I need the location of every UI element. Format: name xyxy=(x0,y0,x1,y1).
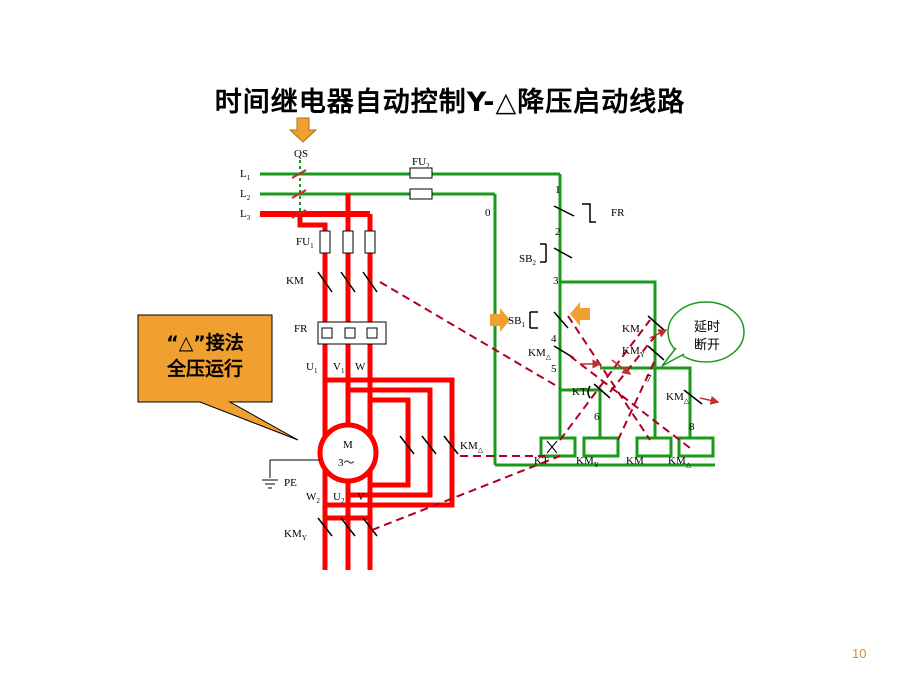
callout-delay-line1: 延时 xyxy=(694,320,720,335)
label-motor-m: M xyxy=(343,439,353,451)
label-w1: W xyxy=(355,361,366,373)
km-delta-aux-contact xyxy=(683,389,703,405)
label-pe: PE xyxy=(284,477,297,489)
label-fu2: FU2 xyxy=(412,156,430,170)
label-v1: V1 xyxy=(333,361,345,375)
callout-delay xyxy=(661,301,745,367)
arrow-left-icon xyxy=(570,302,590,326)
label-node-3: 3 xyxy=(553,275,559,287)
callout-delta-line2: 全压运行 xyxy=(166,357,243,380)
sb1-start-button xyxy=(529,311,569,329)
label-sb2: SB2 xyxy=(519,253,536,267)
label-fr-ctrl: FR xyxy=(611,207,625,219)
label-node-7: 7 xyxy=(646,373,652,385)
callout-delta xyxy=(137,314,299,441)
slide-title: 时间继电器自动控制Y-△降压启动线路 xyxy=(214,87,686,118)
arrow-right-icon xyxy=(490,308,510,332)
arrow-down-icon xyxy=(288,117,318,143)
motor xyxy=(317,422,379,484)
kt-timed-contact xyxy=(587,383,611,399)
label-km-y-ctrl: KMY xyxy=(622,345,645,359)
km-y-contacts xyxy=(317,517,378,537)
fuse-fu1 xyxy=(319,230,376,254)
km-main-contacts xyxy=(317,271,378,293)
label-l1: L1 xyxy=(240,168,251,182)
control-circuit xyxy=(493,174,715,467)
label-node-5: 5 xyxy=(551,363,557,375)
label-kt-contact: KT xyxy=(572,386,587,398)
sb2-stop-button xyxy=(540,243,573,263)
label-l3: L3 xyxy=(240,208,251,222)
ground-pe xyxy=(262,459,320,489)
label-km-ctrl: KM xyxy=(622,323,640,335)
label-node-2: 2 xyxy=(555,226,561,238)
label-coil-kmy: KMY xyxy=(576,455,599,469)
label-coil-kmd: KM△ xyxy=(668,455,692,469)
label-km-main: KM xyxy=(286,275,304,287)
label-km-y: KMY xyxy=(284,528,307,542)
callout-delta-line1: “△”接法 xyxy=(166,331,244,354)
label-v2: V xyxy=(357,491,365,503)
label-u2: U2 xyxy=(333,491,345,505)
state-arrows xyxy=(580,329,720,405)
label-node-4: 4 xyxy=(551,333,557,345)
coil-kt-mark xyxy=(546,440,558,454)
label-node-0: 0 xyxy=(485,207,491,219)
label-qs: QS xyxy=(294,148,308,160)
label-l2: L2 xyxy=(240,188,251,202)
labels: QS L1 L2 L3 FU2 FU1 KM FR U1 V1 W M 3～ P… xyxy=(240,148,695,542)
km-delta-contacts xyxy=(399,435,459,455)
signal-lines xyxy=(371,281,691,531)
label-fu1: FU1 xyxy=(296,236,314,250)
label-sb1: SB1 xyxy=(508,315,525,329)
callout-delay-line2: 断开 xyxy=(694,338,720,353)
label-u1: U1 xyxy=(306,361,318,375)
km-hold-contact xyxy=(647,315,665,361)
label-node-6: 6 xyxy=(594,411,600,423)
power-circuit xyxy=(297,194,455,570)
coils xyxy=(539,436,715,458)
label-fr-main: FR xyxy=(294,323,308,335)
thermal-relay-fr xyxy=(317,321,387,345)
fr-contact xyxy=(553,203,596,223)
label-node-1: 1 xyxy=(555,184,561,196)
page-number: 10 xyxy=(852,646,867,661)
label-node-8: 8 xyxy=(689,421,695,433)
label-w2: W2 xyxy=(306,491,320,505)
label-km-delta-ctrl: KM△ xyxy=(528,347,552,361)
label-motor-3: 3～ xyxy=(338,457,355,469)
label-coil-km: KM xyxy=(626,455,644,467)
fuse-fu2 xyxy=(409,167,433,200)
label-km-delta2: KM△ xyxy=(666,391,690,405)
label-coil-kt: KT xyxy=(534,455,549,467)
label-km-delta: KM△ xyxy=(460,440,484,454)
